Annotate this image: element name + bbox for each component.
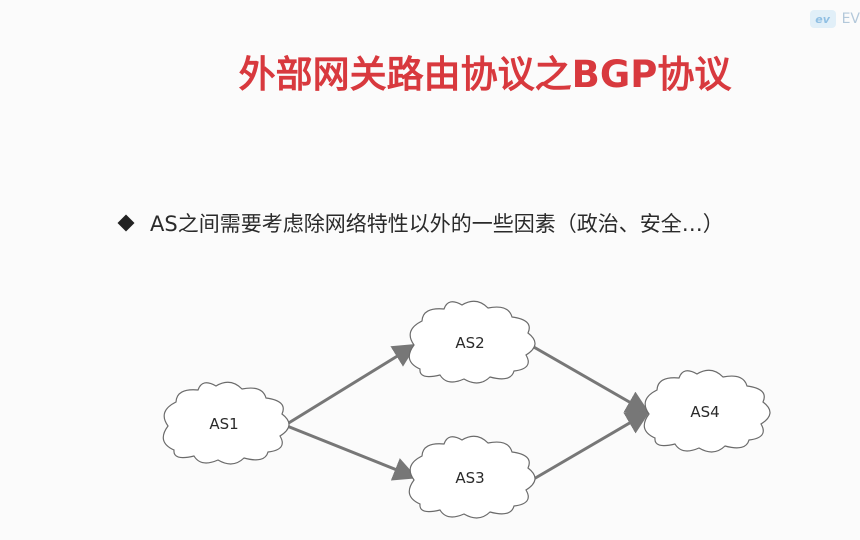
arrow-as1-to-as2 bbox=[286, 343, 418, 426]
bullet-item: AS之间需要考虑除网络特性以外的一些因素（政治、安全…） bbox=[116, 208, 724, 238]
bullet-text: AS之间需要考虑除网络特性以外的一些因素（政治、安全…） bbox=[150, 212, 724, 236]
node-label: AS4 bbox=[690, 403, 719, 421]
node-as2: AS2 bbox=[408, 300, 536, 384]
ev-watermark: ev EV bbox=[809, 10, 860, 28]
cloud-icon bbox=[408, 435, 536, 519]
node-label: AS2 bbox=[455, 334, 484, 352]
node-as3: AS3 bbox=[408, 435, 536, 519]
node-label: AS1 bbox=[209, 415, 238, 433]
cloud-icon bbox=[408, 300, 536, 384]
cloud-icon bbox=[643, 369, 771, 453]
arrow-as2-to-as4 bbox=[531, 344, 651, 414]
node-as4: AS4 bbox=[643, 369, 771, 453]
ev-watermark-text: EV bbox=[841, 11, 860, 27]
cloud-icon bbox=[162, 381, 290, 465]
node-label: AS3 bbox=[455, 469, 484, 487]
ev-logo-icon: ev bbox=[809, 10, 836, 28]
arrow-as3-to-as4 bbox=[531, 410, 651, 482]
arrow-as1-to-as3 bbox=[286, 424, 418, 481]
slide-title: 外部网关路由协议之BGP协议 bbox=[238, 53, 732, 96]
node-as1: AS1 bbox=[162, 381, 290, 465]
